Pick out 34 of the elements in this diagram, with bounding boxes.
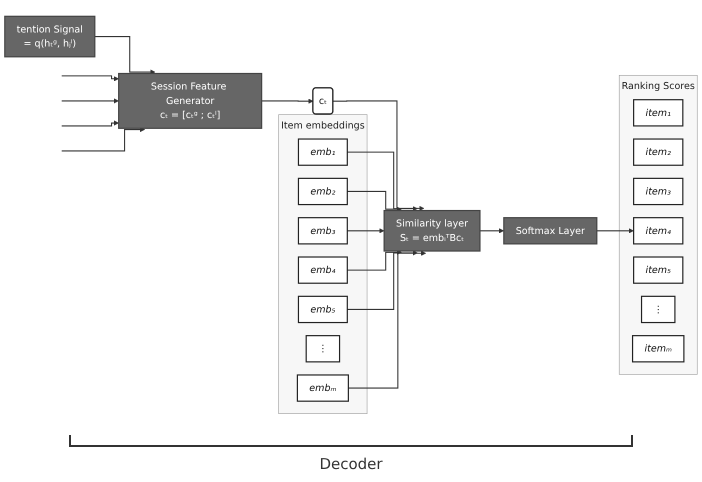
arrow [480,228,504,234]
node-box: item₄ [633,217,684,244]
node-box: Session Feature Generator cₜ = [cₜᵍ ; cₜˡ] [118,72,262,129]
arrow [262,98,314,104]
node-box: tention Signal = q(hₜᵍ, hⱼˡ) [4,16,96,58]
node-box: item₂ [633,138,684,166]
arrow [62,120,119,126]
section-label: Decoder [318,455,384,473]
node-box: item₅ [633,256,684,284]
arrow [348,250,426,389]
node-box: ⋮ [640,296,676,324]
node-box: ⋮ [306,335,340,362]
node-box: item₁ [633,99,684,127]
node-box: itemₘ [632,335,684,362]
arrow [62,75,119,82]
node-box: Softmax Layer [503,217,598,244]
node-box: emb₄ [298,256,348,284]
arrow [62,126,146,152]
arrow [347,250,402,271]
node-box: Similarity layer Sₜ = embᵢᵀBcₜ [384,210,481,252]
node-box: emb₂ [298,178,348,206]
node-box: emb₅ [298,296,348,324]
arrow [347,190,402,212]
arrow [347,228,384,234]
node-box: embₘ [296,374,349,402]
arrow [62,98,119,104]
node-box: emb₁ [298,138,348,166]
arrow [596,228,634,234]
node-box: emb₃ [298,217,348,244]
arrow [347,152,418,212]
arrow [333,100,424,211]
node-box: item₃ [633,178,684,206]
arrow [94,36,156,75]
arrow [347,250,418,310]
